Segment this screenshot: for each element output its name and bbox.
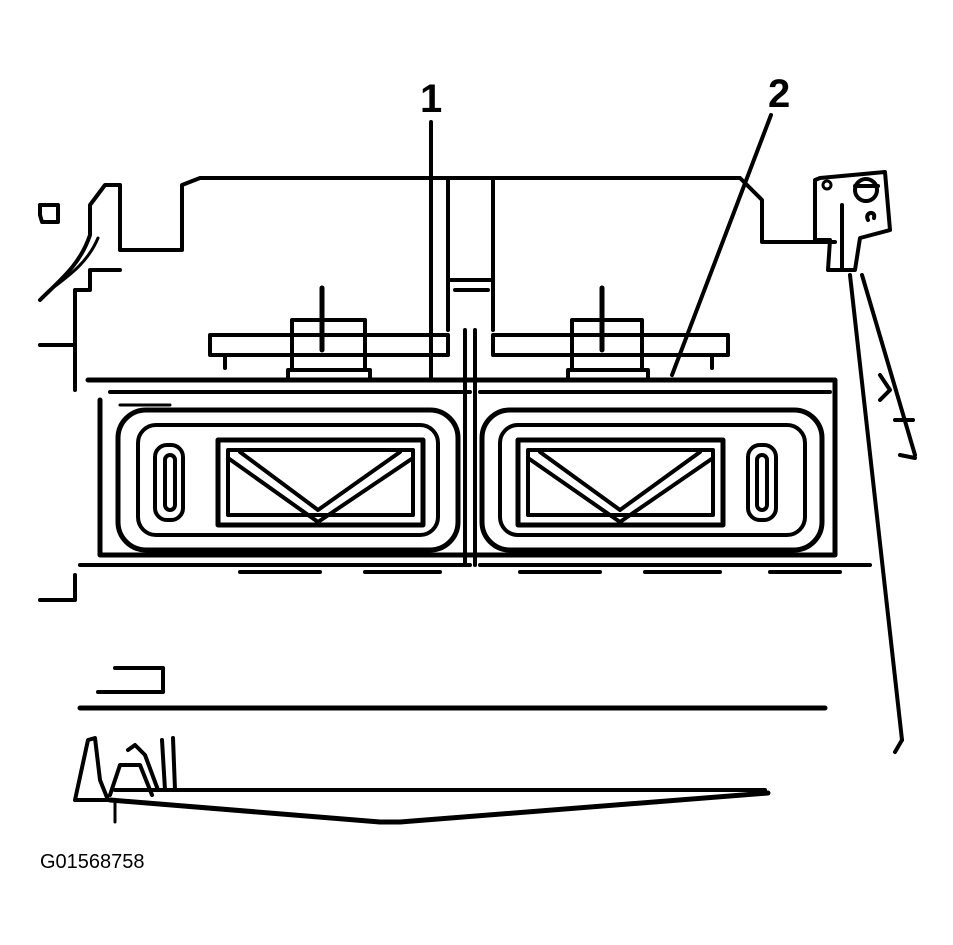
figure-id: G01568758 bbox=[40, 851, 145, 873]
callout-2: 2 bbox=[768, 72, 790, 116]
right-bracket bbox=[813, 170, 917, 754]
vent-module bbox=[78, 328, 872, 574]
left-vent-outlet bbox=[115, 407, 461, 553]
right-vent-outlet bbox=[479, 407, 825, 553]
leader-lines bbox=[429, 113, 773, 380]
center-channel bbox=[446, 176, 495, 332]
callout-1: 1 bbox=[420, 77, 442, 121]
upper-housing-outline bbox=[38, 176, 837, 602]
lower-panel bbox=[73, 666, 828, 825]
upper-rails bbox=[208, 285, 730, 382]
